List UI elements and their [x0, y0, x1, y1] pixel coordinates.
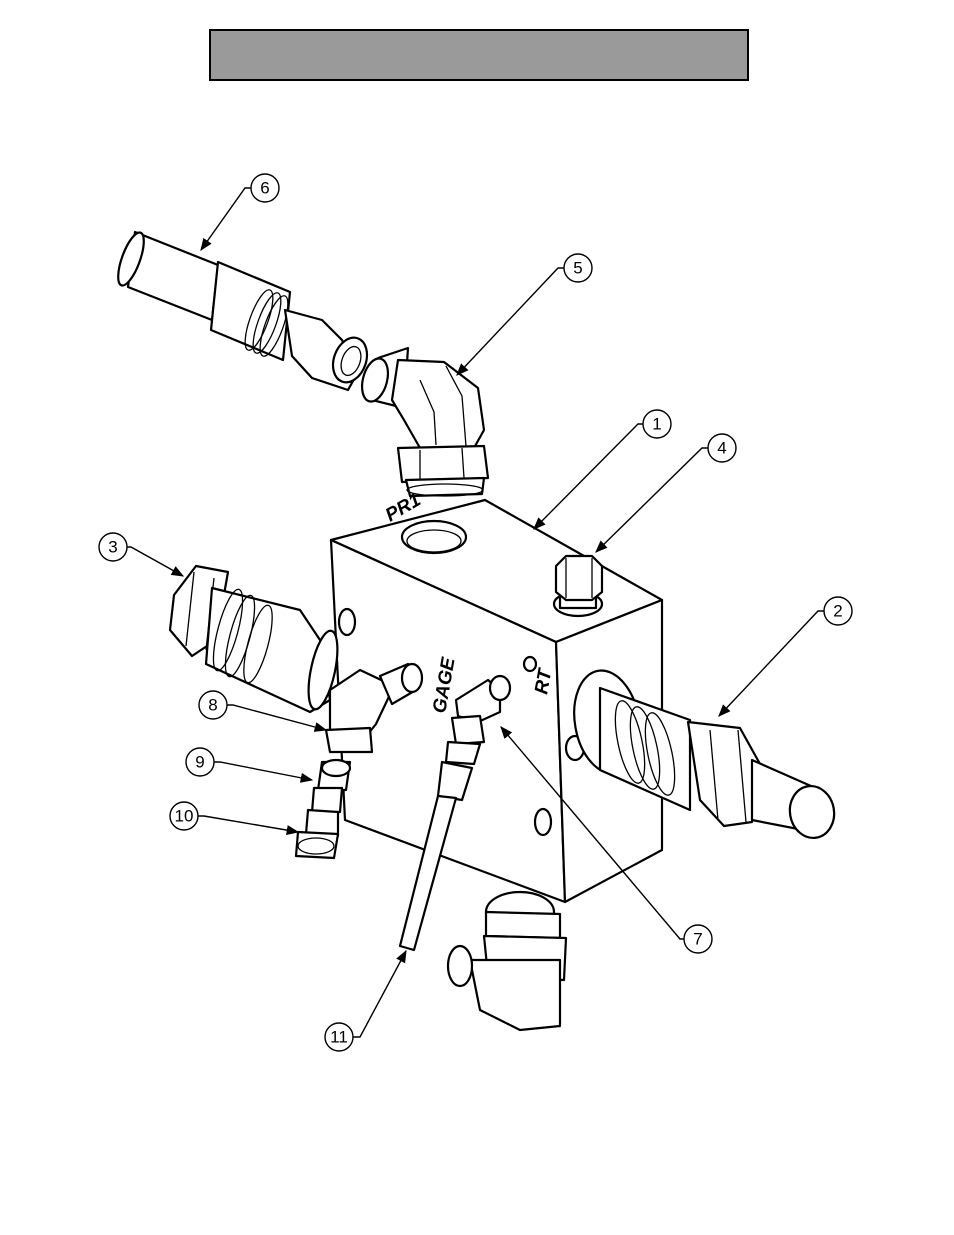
- callout-bubble-6: 6: [251, 174, 279, 202]
- callout-bubble-8: 8: [199, 691, 227, 719]
- svg-text:4: 4: [717, 439, 726, 458]
- svg-text:2: 2: [833, 602, 842, 621]
- callout-bubble-2: 2: [824, 597, 852, 625]
- callout-bubble-4: 4: [708, 434, 736, 462]
- svg-text:6: 6: [260, 179, 269, 198]
- callout-bubble-7: 7: [684, 925, 712, 953]
- svg-text:3: 3: [108, 538, 117, 557]
- svg-text:9: 9: [195, 753, 204, 772]
- hose-fitting-part-6: [113, 230, 373, 390]
- plug-part-4: [554, 556, 602, 616]
- svg-text:1: 1: [652, 415, 661, 434]
- callout-bubble-11: 11: [325, 1023, 353, 1051]
- callout-bubble-1: 1: [643, 410, 671, 438]
- quick-coupler-part-3: [170, 566, 343, 712]
- svg-text:7: 7: [693, 930, 702, 949]
- svg-text:5: 5: [573, 259, 582, 278]
- callout-bubble-10: 10: [170, 802, 198, 830]
- callout-bubble-5: 5: [564, 254, 592, 282]
- callout-bubble-9: 9: [186, 748, 214, 776]
- callout-bubble-3: 3: [99, 533, 127, 561]
- elbow-fitting-part-5: [358, 348, 488, 496]
- svg-text:8: 8: [208, 696, 217, 715]
- svg-text:10: 10: [175, 807, 194, 826]
- svg-text:11: 11: [330, 1028, 348, 1047]
- bottom-elbow-fitting: [448, 892, 566, 1030]
- tube-fitting-part-10: [296, 810, 338, 858]
